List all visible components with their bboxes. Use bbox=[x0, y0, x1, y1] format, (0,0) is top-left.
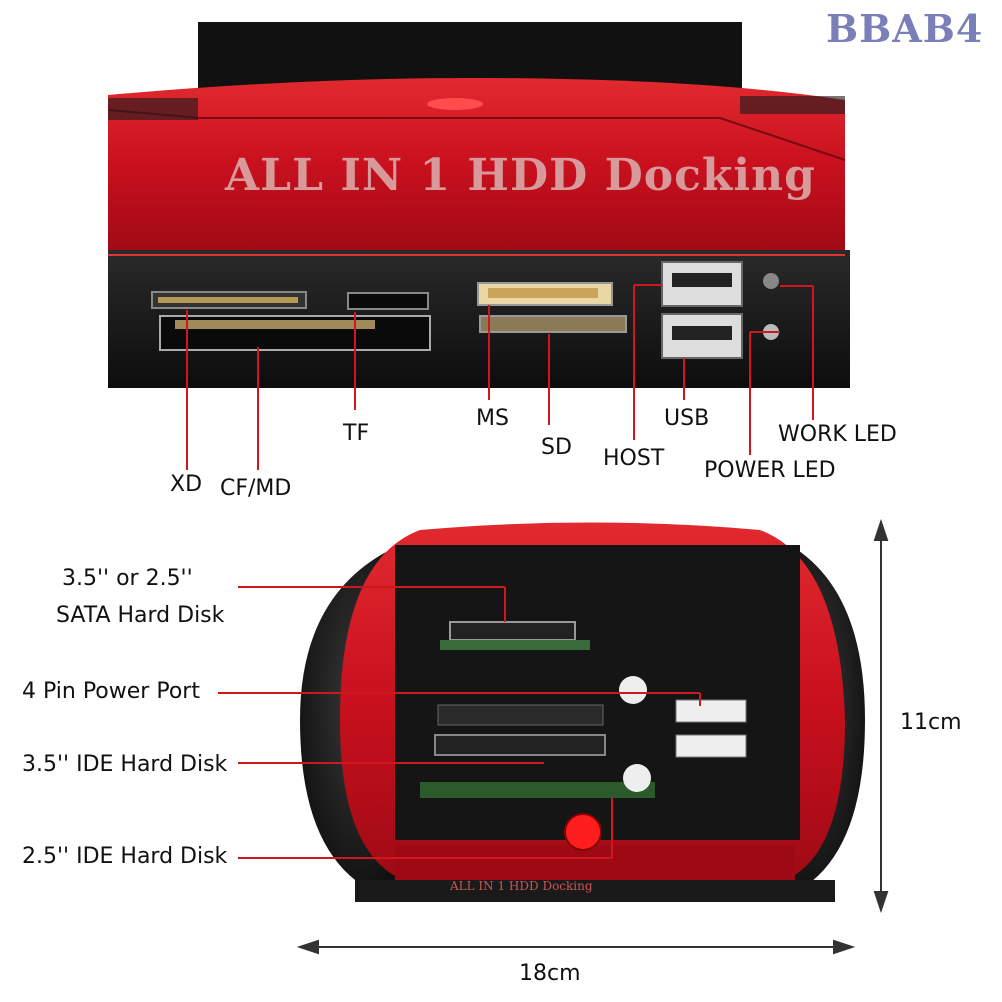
label-sata-line1: 3.5'' or 2.5'' bbox=[62, 566, 193, 591]
dimension-arrows bbox=[296, 518, 889, 955]
device-top-band bbox=[108, 78, 845, 255]
dimension-width: 18cm bbox=[519, 961, 581, 986]
label-power-port: 4 Pin Power Port bbox=[22, 679, 200, 704]
ide35-connector bbox=[434, 734, 606, 756]
label-ms: MS bbox=[476, 406, 509, 431]
label-host: HOST bbox=[603, 446, 665, 471]
label-xd: XD bbox=[170, 472, 203, 497]
dimension-height: 11cm bbox=[900, 710, 962, 735]
sata-connector bbox=[449, 621, 576, 641]
label-usb: USB bbox=[664, 406, 710, 431]
ide25-connector bbox=[420, 782, 655, 798]
label-sata-line2: SATA Hard Disk bbox=[56, 603, 225, 628]
tf-slot bbox=[347, 292, 429, 310]
device-front-small-text: ALL IN 1 HDD Docking bbox=[450, 879, 593, 893]
base-black bbox=[355, 880, 835, 902]
power-port bbox=[675, 699, 747, 723]
label-ide35: 3.5'' IDE Hard Disk bbox=[22, 752, 228, 777]
work-led bbox=[763, 273, 779, 289]
label-tf: TF bbox=[343, 421, 370, 446]
label-cf-md: CF/MD bbox=[220, 476, 292, 501]
label-sd: SD bbox=[541, 435, 572, 460]
brand-watermark: BBAB4 bbox=[826, 6, 984, 51]
eject-button bbox=[564, 813, 602, 851]
label-work-led: WORK LED bbox=[778, 422, 897, 447]
device-title: ALL IN 1 HDD Docking bbox=[225, 150, 816, 201]
top-callout-lines bbox=[186, 284, 814, 470]
eject-button-top bbox=[427, 98, 483, 110]
sd-slot bbox=[479, 315, 627, 333]
label-ide25: 2.5'' IDE Hard Disk bbox=[22, 844, 228, 869]
label-power-led: POWER LED bbox=[704, 458, 836, 483]
bottom-callout-lines bbox=[218, 586, 701, 859]
